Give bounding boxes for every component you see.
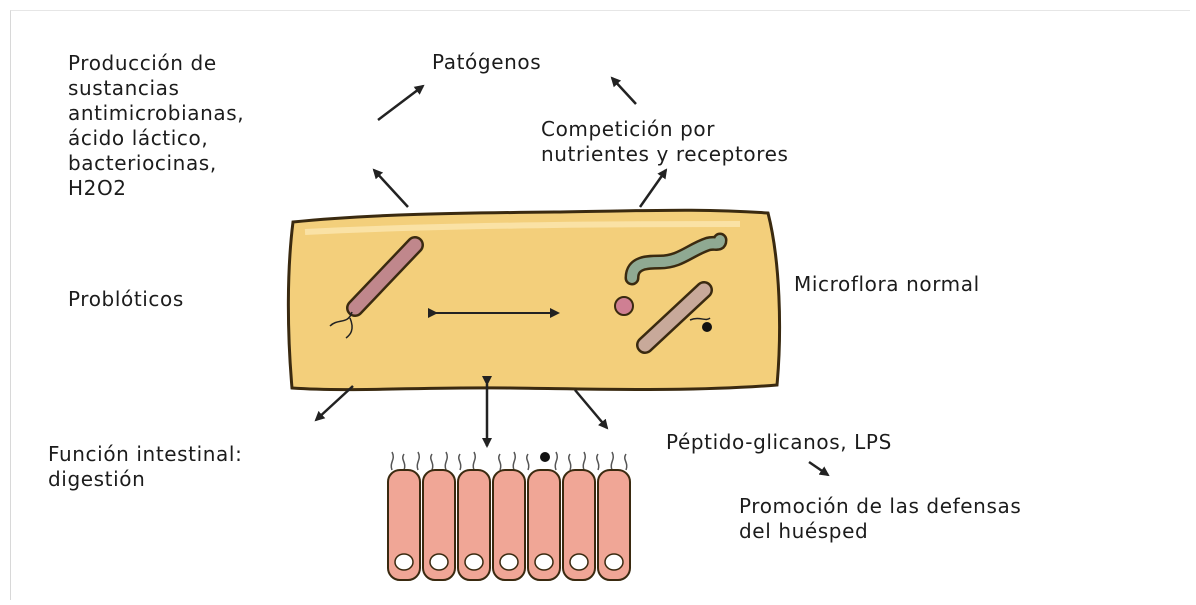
arrow-to-pathogens-right bbox=[612, 78, 636, 104]
label-competition: Competición por nutrientes y receptores bbox=[541, 117, 789, 167]
arrow-to-intestinal-function bbox=[316, 386, 353, 420]
label-intestinal-function: Función intestinal: digestión bbox=[48, 442, 242, 492]
epithelium-icon bbox=[388, 452, 630, 580]
label-host-defense: Promoción de las defensas del huésped bbox=[739, 494, 1021, 544]
arrow-to-peptidoglycans bbox=[575, 390, 607, 428]
label-probiotics: Problóticos bbox=[68, 287, 184, 312]
arrow-to-pathogens-left bbox=[378, 86, 423, 120]
label-normal-microflora: Microflora normal bbox=[794, 272, 980, 297]
arrow-to-host-defense bbox=[809, 462, 828, 475]
label-pathogens: Patógenos bbox=[432, 50, 541, 75]
label-antimicrobial-production: Producción de sustancias antimicrobianas… bbox=[68, 51, 244, 201]
label-peptidoglycans: Péptido-glicanos, LPS bbox=[666, 430, 892, 455]
coccus-icon bbox=[615, 297, 633, 315]
arrow-to-production bbox=[374, 170, 408, 207]
arrow-to-competition bbox=[640, 170, 666, 207]
